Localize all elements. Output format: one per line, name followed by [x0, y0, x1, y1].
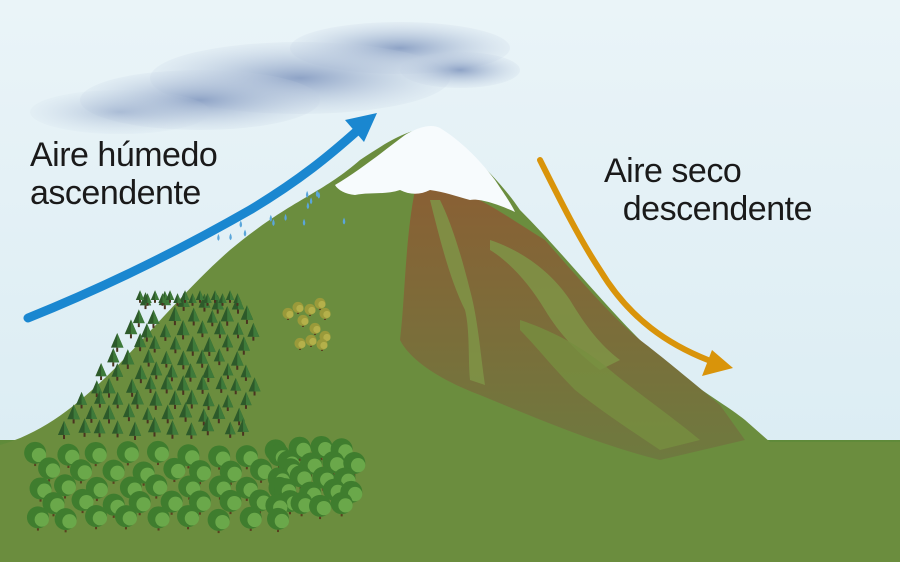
conifer-forest — [57, 290, 261, 440]
rain-icon — [217, 190, 346, 241]
dry-air-arrow-icon — [537, 157, 733, 376]
deciduous-groves — [282, 297, 331, 351]
humid-air-label: Aire húmedo ascendente — [30, 136, 218, 212]
humid-air-label-line2: ascendente — [30, 174, 201, 212]
dry-air-label: Aire seco descendente — [600, 152, 813, 228]
humid-air-label-line1: Aire húmedo — [30, 136, 218, 174]
clouds — [30, 22, 520, 134]
humid-air-arrow-icon — [23, 113, 377, 323]
dry-air-label-line2: descendente — [622, 190, 813, 228]
dry-air-label-line1: Aire seco — [604, 152, 742, 190]
snow-cap — [335, 126, 515, 212]
broadleaf-trees — [24, 435, 366, 534]
